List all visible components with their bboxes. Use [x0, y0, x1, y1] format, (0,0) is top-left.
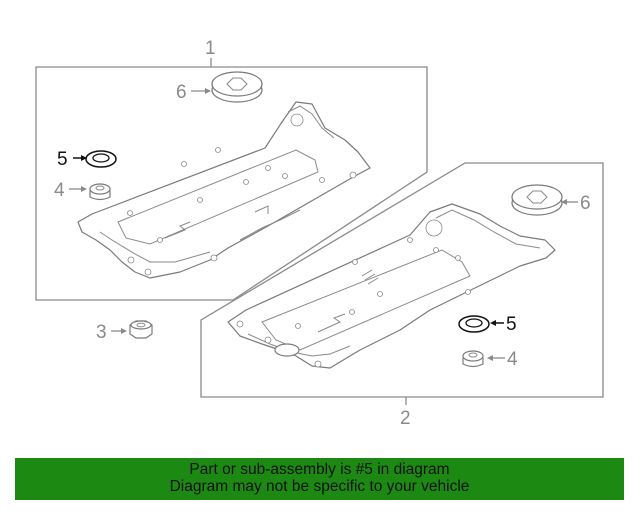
assembly-2-frame [200, 162, 604, 405]
assembly-1-frame [35, 58, 428, 301]
lower-splash-shield [227, 203, 556, 369]
clip-5-lower [458, 315, 490, 333]
nut-4-upper [89, 183, 111, 201]
callout-4-lower: 4 [507, 349, 518, 370]
clip-5-upper [85, 150, 117, 168]
hex-nut-3 [129, 320, 153, 339]
grommet-6-lower [511, 184, 563, 216]
callout-6-upper: 6 [176, 82, 187, 103]
banner-line-1: Part or sub-assembly is #5 in diagram [189, 461, 450, 478]
callout-6-lower: 6 [580, 193, 591, 214]
callout-3: 3 [96, 322, 107, 343]
callout-1: 1 [205, 38, 216, 59]
callout-5-upper: 5 [57, 149, 68, 170]
callout-5-lower: 5 [506, 314, 517, 335]
callout-4-upper: 4 [54, 180, 65, 201]
upper-splash-shield [77, 101, 371, 279]
banner-line-2: Diagram may not be specific to your vehi… [169, 478, 470, 495]
grommet-6-upper [211, 71, 263, 103]
callout-2: 2 [400, 408, 411, 429]
info-banner: Part or sub-assembly is #5 in diagram Di… [15, 458, 624, 500]
nut-4-lower [462, 350, 484, 368]
